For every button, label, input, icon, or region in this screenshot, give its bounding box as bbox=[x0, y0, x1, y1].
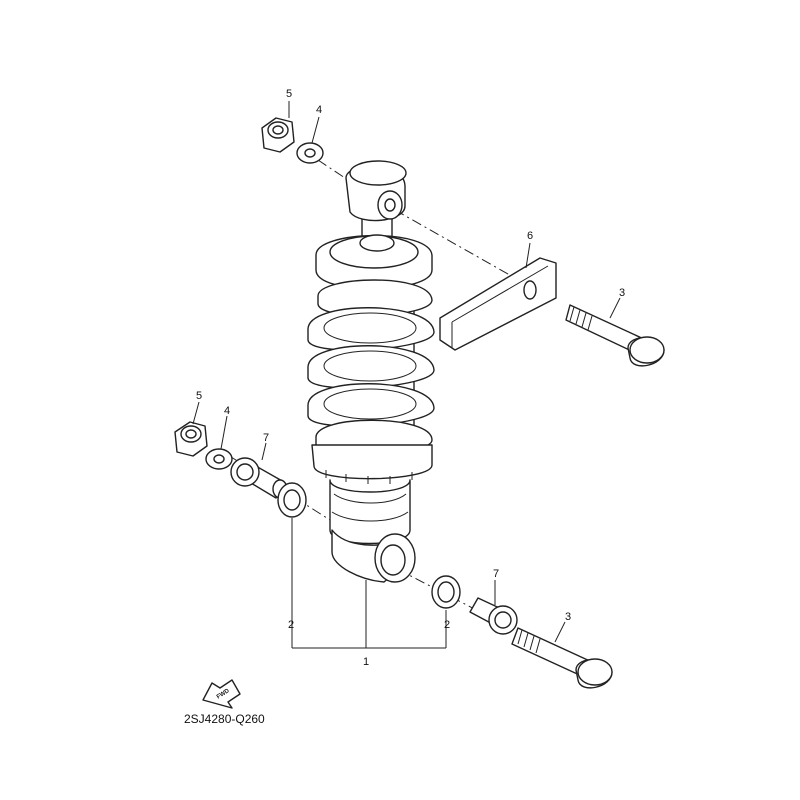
bushing-left bbox=[277, 482, 307, 518]
callout-nut-top: 5 bbox=[286, 88, 292, 100]
washer-bottom bbox=[205, 448, 233, 470]
bolt-bottom bbox=[511, 627, 613, 689]
callout-collar-right: 7 bbox=[493, 568, 499, 580]
bracket bbox=[439, 257, 557, 351]
fwd-arrow-icon: FWD bbox=[202, 679, 241, 709]
washer-top bbox=[296, 142, 324, 164]
callout-bushing-left: 2 bbox=[288, 619, 294, 631]
callout-shock-assembly: 1 bbox=[363, 656, 369, 668]
shock-absorber bbox=[307, 160, 435, 583]
leader-lines bbox=[192, 101, 621, 649]
diagram-code: 2SJ4280-Q260 bbox=[184, 712, 265, 726]
nut-bottom bbox=[174, 421, 208, 457]
bushing-right bbox=[431, 575, 461, 609]
callout-washer-bottom: 4 bbox=[224, 405, 230, 417]
callout-nut-bottom: 5 bbox=[196, 390, 202, 402]
callout-washer-top: 4 bbox=[316, 104, 322, 116]
nut-top bbox=[261, 117, 295, 153]
callout-bolt-bottom: 3 bbox=[565, 611, 571, 623]
collar-right bbox=[469, 597, 518, 635]
collar-left bbox=[230, 457, 288, 499]
callout-bracket: 6 bbox=[527, 230, 533, 242]
callout-bushing-right: 2 bbox=[444, 619, 450, 631]
callouts: 5 4 6 3 5 4 7 2 1 2 7 3 bbox=[196, 88, 625, 668]
callout-collar-left: 7 bbox=[263, 432, 269, 444]
callout-bolt-top: 3 bbox=[619, 287, 625, 299]
bolt-top bbox=[565, 304, 665, 367]
